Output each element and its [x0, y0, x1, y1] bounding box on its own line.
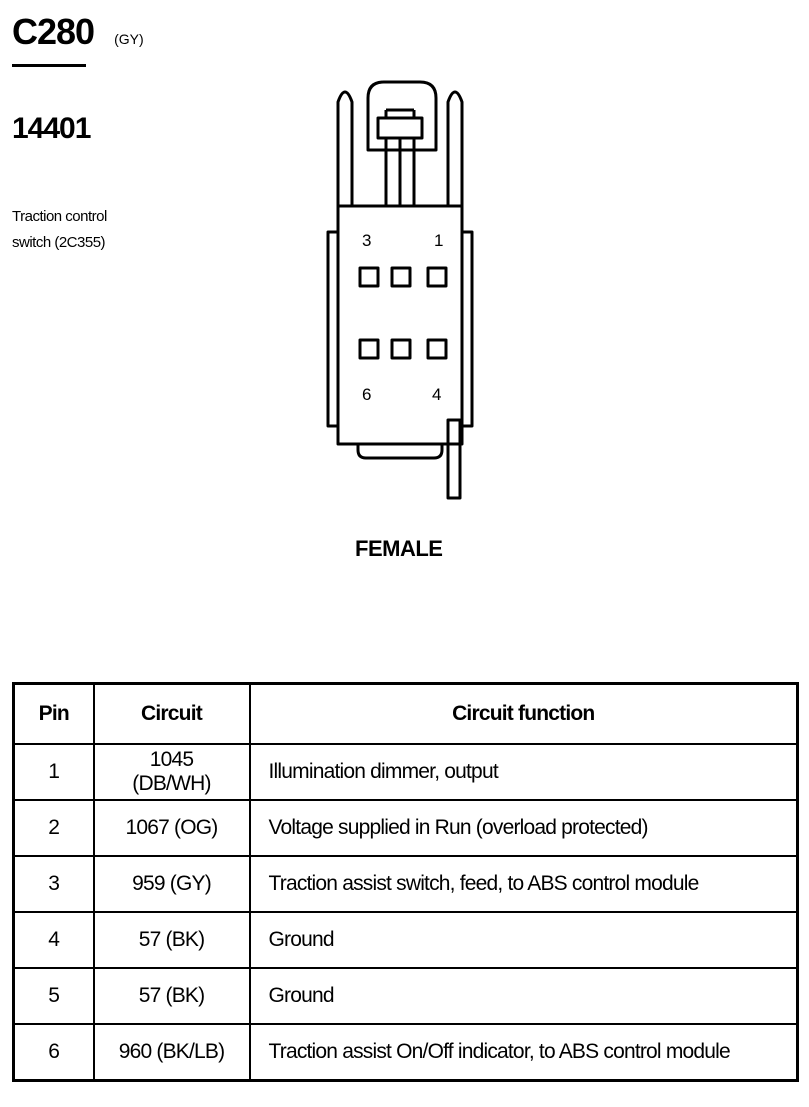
connector-body	[336, 204, 464, 446]
pin-label-6: 6	[362, 385, 371, 404]
circuit-cell: 1045 (DB/WH)	[92, 743, 251, 801]
pin-cell: 5	[12, 967, 95, 1025]
wire-lead	[446, 418, 462, 500]
function-cell: Illumination dimmer, output	[248, 743, 799, 801]
circuit-cell: 959 (GY)	[92, 855, 251, 913]
function-cell: Traction assist switch, feed, to ABS con…	[248, 855, 799, 913]
cavity-2	[390, 266, 412, 288]
circuit-cell: 1067 (OG)	[92, 799, 251, 857]
locking-tab	[366, 80, 438, 152]
cavity-5	[390, 338, 412, 360]
part-number: 14401	[12, 112, 91, 145]
cavity-1	[426, 266, 448, 288]
pin-label-3: 3	[362, 231, 371, 250]
connector-color-code: (GY)	[114, 31, 144, 47]
pin-cell: 4	[12, 911, 95, 969]
table-row: 2 1067 (OG) Voltage supplied in Run (ove…	[12, 799, 799, 857]
pin-cell: 2	[12, 799, 95, 857]
connector-face-drawing: 3 1 6 4	[326, 80, 474, 500]
pin-cell: 6	[12, 1023, 95, 1082]
circuit-cell: 57 (BK)	[92, 911, 251, 969]
connector-code-row: C280 (GY)	[12, 14, 212, 50]
table-row: 4 57 (BK) Ground	[12, 911, 799, 969]
cavity-6	[358, 338, 380, 360]
connector-diagram: 3 1 6 4	[320, 74, 480, 504]
header-pin: Pin	[12, 682, 95, 745]
function-cell: Ground	[248, 911, 799, 969]
function-cell: Ground	[248, 967, 799, 1025]
pin-cell: 1	[12, 743, 95, 801]
pin-table: Pin Circuit Circuit function 1 1045 (DB/…	[12, 682, 799, 1082]
table-row: 5 57 (BK) Ground	[12, 967, 799, 1025]
table-header-row: Pin Circuit Circuit function	[12, 682, 799, 745]
connector-skirt	[356, 444, 444, 460]
cavity-4	[426, 338, 448, 360]
right-latch	[446, 90, 464, 206]
cavity-3	[358, 266, 380, 288]
description-line-1: Traction control	[12, 208, 107, 225]
pin-label-4: 4	[432, 385, 441, 404]
header-underline	[12, 64, 86, 67]
header-circuit: Circuit	[92, 682, 251, 745]
key-post	[376, 116, 424, 140]
header-circuit-function: Circuit function	[248, 682, 799, 745]
pin-label-1: 1	[434, 231, 443, 250]
function-cell: Traction assist On/Off indicator, to ABS…	[248, 1023, 799, 1082]
view-label: FEMALE	[355, 536, 443, 561]
table-row: 1 1045 (DB/WH) Illumination dimmer, outp…	[12, 743, 799, 801]
connector-header: C280 (GY)	[12, 14, 212, 67]
table-row: 6 960 (BK/LB) Traction assist On/Off ind…	[12, 1023, 799, 1082]
left-latch	[336, 90, 354, 206]
circuit-cell: 57 (BK)	[92, 967, 251, 1025]
pin-cell: 3	[12, 855, 95, 913]
component-description: Traction control switch (2C355)	[12, 204, 107, 256]
function-cell: Voltage supplied in Run (overload protec…	[248, 799, 799, 857]
description-line-2: switch (2C355)	[12, 234, 106, 251]
table-row: 3 959 (GY) Traction assist switch, feed,…	[12, 855, 799, 913]
connector-code: C280	[12, 11, 95, 52]
circuit-cell: 960 (BK/LB)	[92, 1023, 251, 1082]
